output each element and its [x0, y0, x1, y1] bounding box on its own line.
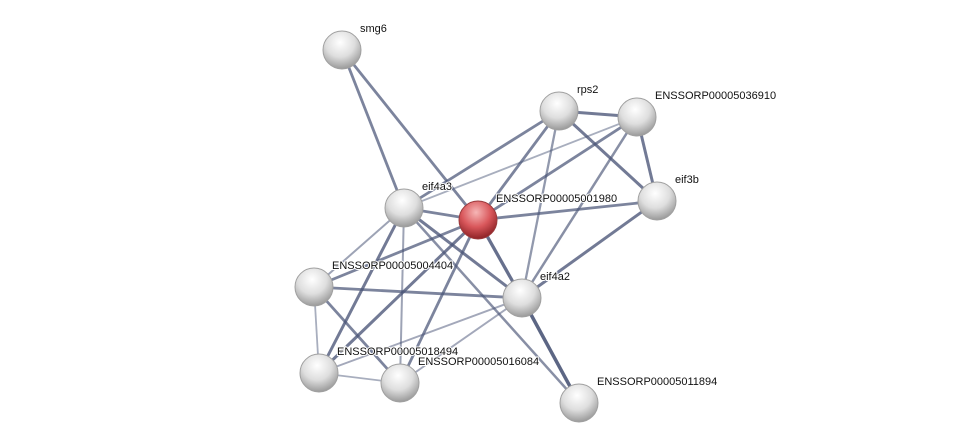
- node-e4404[interactable]: ENSSORP00005004404: [294, 259, 454, 307]
- node-label: eif3b: [675, 174, 699, 186]
- node-sphere[interactable]: [384, 188, 424, 228]
- edge-eif3b-eif4a2: [521, 199, 658, 300]
- node-label: ENSSORP00005016084: [418, 356, 539, 368]
- node-sphere[interactable]: [637, 181, 677, 221]
- node-label: smg6: [360, 23, 387, 35]
- node-sphere[interactable]: [322, 30, 362, 70]
- node-sphere[interactable]: [294, 267, 334, 307]
- edge-eif4a3-e4404: [313, 207, 405, 288]
- node-sphere[interactable]: [299, 353, 339, 393]
- node-e36910[interactable]: ENSSORP00005036910: [617, 89, 777, 137]
- node-e11894[interactable]: ENSSORP00005011894: [559, 375, 718, 423]
- edge-e4404-e16084: [312, 286, 402, 384]
- node-label: ENSSORP00005004404: [332, 260, 453, 272]
- node-label: rps2: [577, 84, 598, 96]
- node-label: eif4a3: [422, 181, 452, 193]
- edge-e36910-e1980: [477, 115, 638, 222]
- edge-eif4a3-e11894: [403, 207, 580, 404]
- edge-smg6-e1980: [340, 49, 480, 221]
- edge-rps2-eif4a3: [403, 109, 560, 210]
- node-sphere[interactable]: [458, 200, 498, 240]
- node-sphere[interactable]: [502, 278, 542, 318]
- node-e16084[interactable]: ENSSORP00005016084: [380, 355, 540, 403]
- edge-rps2-eif3b: [557, 109, 659, 203]
- node-smg6[interactable]: smg6: [322, 22, 388, 70]
- node-eif4a3[interactable]: eif4a3: [384, 180, 453, 228]
- edge-eif3b-e1980: [477, 199, 658, 222]
- node-label: eif4a2: [540, 271, 570, 283]
- edge-e1980-e16084: [398, 219, 480, 384]
- node-label: ENSSORP00005018494: [337, 346, 458, 358]
- edge-eif4a2-e18494: [318, 297, 523, 374]
- edge-eif4a2-e16084: [399, 297, 523, 384]
- node-sphere[interactable]: [559, 383, 599, 423]
- node-label: ENSSORP00005036910: [655, 90, 776, 102]
- edge-e36910-eif4a2: [520, 116, 639, 299]
- edge-smg6-eif4a3: [340, 49, 406, 209]
- node-e1980[interactable]: ENSSORP00005001980: [458, 192, 618, 240]
- edge-rps2-eif4a2: [520, 110, 561, 299]
- node-rps2[interactable]: rps2: [539, 83, 599, 131]
- edge-e1980-e18494: [317, 218, 480, 375]
- node-label: ENSSORP00005011894: [597, 376, 717, 388]
- node-eif4a2[interactable]: eif4a2: [502, 270, 571, 318]
- edge-e4404-eif4a2: [313, 285, 523, 300]
- node-sphere[interactable]: [380, 363, 420, 403]
- node-e18494[interactable]: ENSSORP00005018494: [299, 345, 459, 393]
- node-eif3b[interactable]: eif3b: [637, 173, 700, 221]
- edge-eif4a2-e11894: [520, 297, 581, 404]
- node-sphere[interactable]: [617, 97, 657, 137]
- node-label: ENSSORP00005001980: [496, 193, 617, 205]
- edge-eif4a3-e16084: [399, 207, 405, 384]
- edge-e1980-e4404: [313, 218, 479, 289]
- edge-e36910-eif4a3: [403, 116, 638, 209]
- edge-rps2-e1980: [476, 110, 561, 221]
- node-sphere[interactable]: [539, 91, 579, 131]
